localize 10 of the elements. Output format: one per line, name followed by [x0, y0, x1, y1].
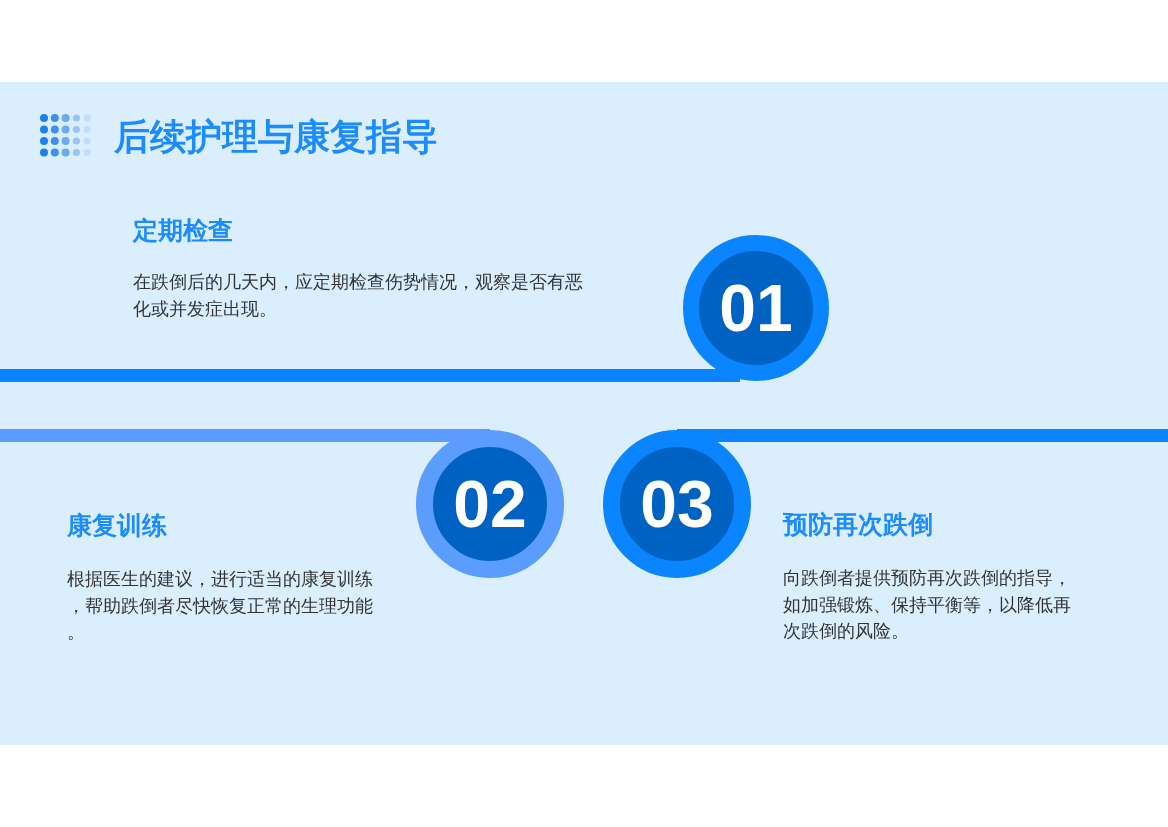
step-heading: 康复训练 — [67, 509, 167, 542]
step-description: 向跌倒者提供预防再次跌倒的指导，如加强锻炼、保持平衡等，以降低再次跌倒的风险。 — [783, 566, 1072, 643]
step-number: 02 — [453, 471, 527, 537]
step-number: 03 — [640, 471, 714, 537]
slide-title: 后续护理与康复指导 — [114, 115, 438, 159]
step-description: 在跌倒后的几天内，应定期检查伤势情况，观察是否有恶化或并发症出现。 — [133, 270, 584, 321]
step-heading: 定期检查 — [133, 215, 233, 247]
step-description: 根据医生的建议，进行适当的康复训练，帮助跌倒者尽快恢复正常的生理功能。 — [67, 567, 374, 644]
step-heading: 预防再次跌倒 — [783, 509, 933, 541]
step-number: 01 — [719, 275, 793, 341]
